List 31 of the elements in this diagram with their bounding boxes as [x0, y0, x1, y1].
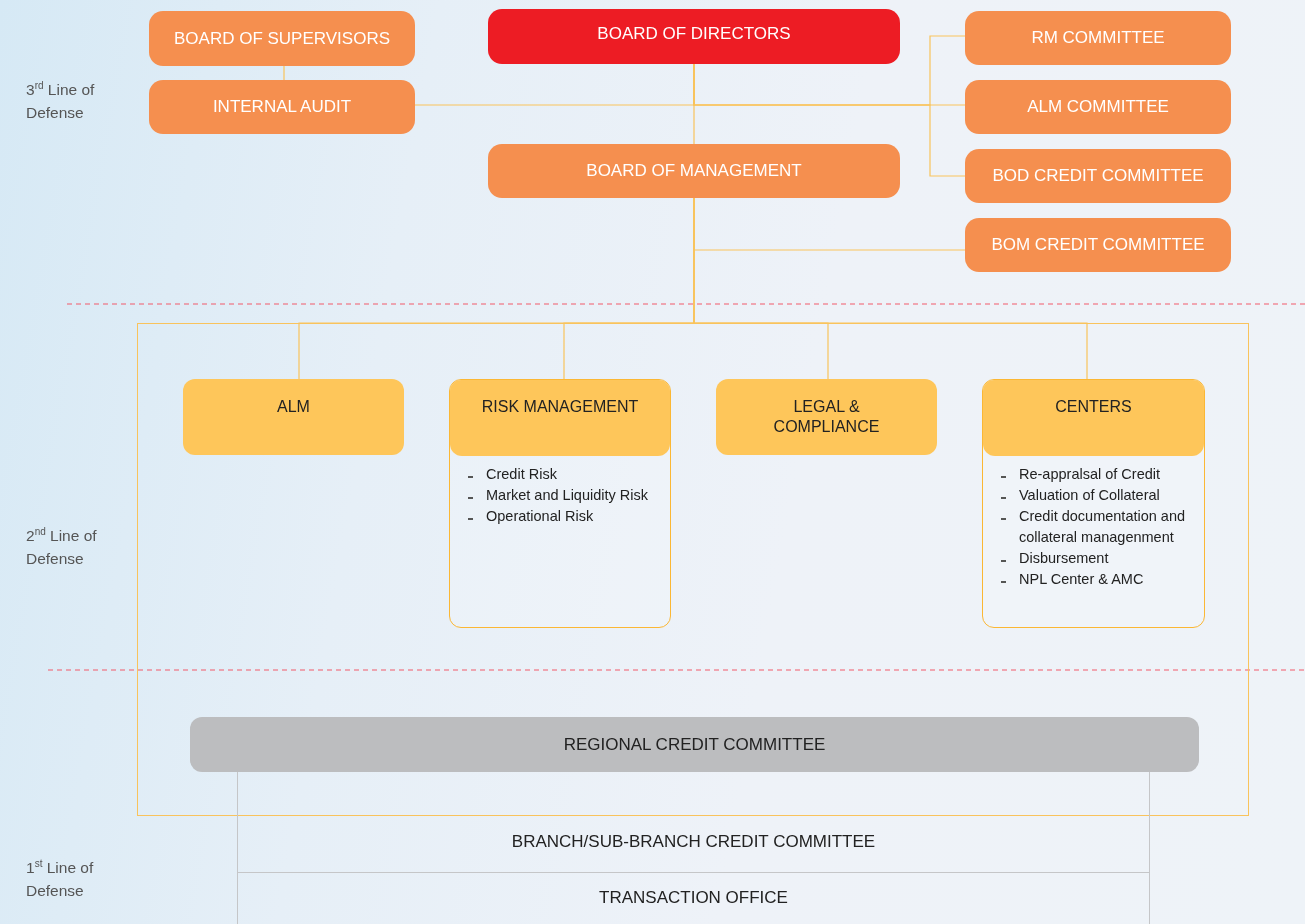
list-item: NPL Center & AMC — [995, 569, 1198, 590]
list-item: Credit documentation and collateral managenment — [995, 506, 1198, 548]
org-box: RM COMMITTEE — [965, 11, 1231, 65]
list-item: Credit Risk — [462, 464, 664, 485]
department-header: CENTERS — [983, 380, 1204, 456]
org-box: INTERNAL AUDIT — [149, 80, 415, 134]
org-box: ALM COMMITTEE — [965, 80, 1231, 134]
org-box: BOM CREDIT COMMITTEE — [965, 218, 1231, 272]
list-item: Market and Liquidity Risk — [462, 485, 664, 506]
group-frame — [137, 323, 1249, 816]
list-item: Re-appralsal of Credit — [995, 464, 1198, 485]
department-box: LEGAL & COMPLIANCE — [716, 379, 937, 455]
department-card — [449, 379, 671, 628]
committee-bar: REGIONAL CREDIT COMMITTEE — [190, 717, 1199, 772]
org-box: BOARD OF DIRECTORS — [488, 9, 900, 64]
line-of-defense-label: 3$^{rd}$ Line of Defense — [26, 78, 96, 123]
connector-line — [283, 65, 285, 81]
org-box: BOARD OF SUPERVISORS — [149, 11, 415, 66]
list-item: Operational Risk — [462, 506, 664, 527]
list-item: Valuation of Collateral — [995, 485, 1198, 506]
committee-row: TRANSACTION OFFICE — [237, 873, 1150, 924]
org-box: BOD CREDIT COMMITTEE — [965, 149, 1231, 203]
department-box: ALM — [183, 379, 404, 455]
org-box: BOARD OF MANAGEMENT — [488, 144, 900, 198]
department-card — [982, 379, 1205, 628]
line-of-defense-label: 2$^{nd}$ Line of Defense — [26, 524, 98, 569]
list-item: Disbursement — [995, 548, 1198, 569]
line-of-defense-label: 1$^{st}$ Line of Defense — [26, 856, 95, 901]
connector-line — [693, 63, 695, 145]
department-header: RISK MANAGEMENT — [450, 380, 670, 456]
committee-row: BRANCH/SUB-BRANCH CREDIT COMMITTEE — [237, 772, 1150, 873]
